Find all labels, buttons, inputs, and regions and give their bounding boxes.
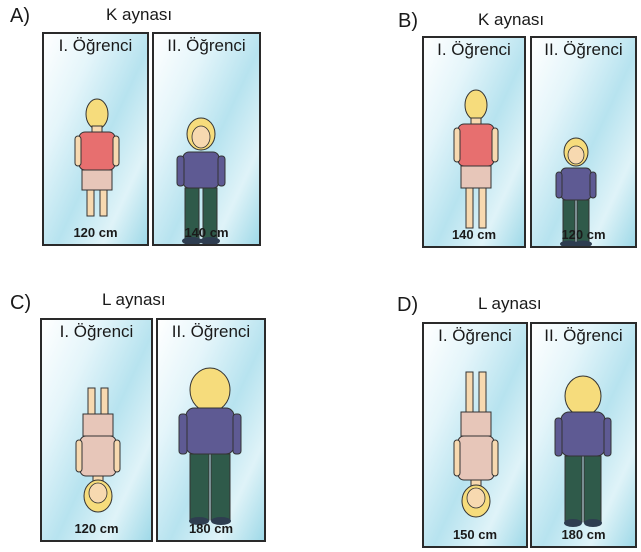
option-d-mirror-title: L aynası	[478, 294, 542, 313]
option-c-student2-label: II. Öğrenci	[171, 322, 251, 341]
option-c-mirror-title: L aynası	[102, 290, 166, 309]
option-b-student1-height: 140 cm	[451, 227, 497, 242]
boy-front-figure	[555, 137, 597, 246]
option-d-student2-height: 180 cm	[561, 527, 606, 542]
option-a-mirror-title: K aynası	[106, 5, 173, 24]
option-d-panel-1: I. Öğrenci 150 cm	[422, 322, 528, 548]
option-c-student2-height: 180 cm	[188, 521, 234, 536]
option-a-panel-2: II. Öğrenci 140 cm	[152, 32, 261, 246]
option-c-panel-1: I. Öğrenci 120 cm	[40, 318, 153, 542]
girl-inverted-front-figure	[453, 371, 499, 518]
option-a-student1-label: I. Öğrenci	[58, 36, 133, 55]
option-a-panel-1: I. Öğrenci 120 cm	[42, 32, 149, 246]
option-b-letter: B)	[398, 10, 418, 32]
option-b-student1-label: I. Öğrenci	[437, 40, 511, 59]
option-d-student2-label: II. Öğrenci	[544, 326, 623, 345]
option-a-letter: A)	[10, 5, 30, 27]
girl-back-figure	[74, 98, 120, 217]
option-d-student1-label: I. Öğrenci	[438, 326, 512, 345]
option-a-student2-height: 140 cm	[184, 225, 229, 240]
option-a-student1-height: 120 cm	[73, 225, 118, 240]
option-c-student1-height: 120 cm	[74, 521, 119, 536]
option-c-student1-label: I. Öğrenci	[59, 322, 134, 341]
option-d-student1-height: 150 cm	[452, 527, 498, 542]
option-d-panel-2: II. Öğrenci 180 cm	[530, 322, 637, 548]
girl-inverted-front-figure	[75, 387, 121, 513]
girl-back-figure	[453, 89, 499, 229]
option-d-letter: D)	[397, 294, 419, 316]
option-b-panel-1: I. Öğrenci 140 cm	[422, 36, 526, 248]
boy-back-figure	[178, 367, 242, 525]
option-b-student2-label: II. Öğrenci	[544, 40, 623, 59]
option-b-student2-height: 120 cm	[561, 227, 606, 242]
option-b-mirror-title: K aynası	[478, 10, 545, 29]
option-c-panel-2: II. Öğrenci 180 cm	[156, 318, 266, 542]
option-c-letter: C)	[10, 292, 32, 314]
option-a-student2-label: II. Öğrenci	[167, 36, 246, 55]
option-b-panel-2: II. Öğrenci 120 cm	[530, 36, 637, 248]
boy-front-figure	[176, 117, 226, 244]
boy-back-figure	[554, 375, 612, 527]
